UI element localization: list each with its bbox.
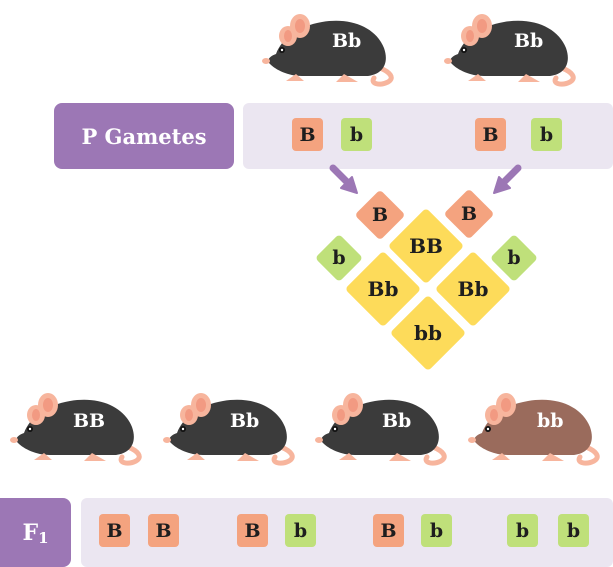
parent-mouse-1: Bb [262, 14, 407, 89]
mouse-ear-back-inner [295, 19, 305, 33]
mouse-front-foot [187, 453, 205, 460]
offspring-2-genotype-label: Bb [230, 410, 260, 432]
mouse-back-foot [84, 453, 106, 461]
f1-allele-tile: b [285, 514, 316, 547]
offspring-1-genotype-label: BB [73, 410, 106, 432]
offspring-3-genotype-label: Bb [382, 410, 412, 432]
mouse-icon [468, 393, 600, 466]
mouse-ear-back-inner [196, 398, 206, 412]
parent-mouse-2: Bb [444, 14, 589, 89]
mouse-front-foot [34, 453, 52, 460]
f1-allele-tile: B [237, 514, 268, 547]
p-gamete-tile: b [341, 118, 372, 151]
mouse-front-foot [492, 453, 510, 460]
f1-allele-tile: B [99, 514, 130, 547]
offspring-mouse-3: Bb [315, 393, 460, 468]
mouse-ear-front-inner [337, 409, 345, 421]
mouse-front-foot [286, 74, 304, 81]
mouse-nose [262, 58, 270, 64]
parent-1-genotype-label: Bb [332, 30, 362, 52]
p-gamete-tile: B [475, 118, 506, 151]
mouse-front-foot [339, 453, 357, 460]
f1-allele-tile: b [558, 514, 589, 547]
mouse-ear-front-inner [490, 409, 498, 421]
mouse-ear-back-inner [43, 398, 53, 412]
offspring-4-genotype-label: bb [537, 410, 564, 432]
p-gametes-label: P Gametes [54, 103, 234, 169]
right-arrow-shaft [499, 164, 522, 187]
mouse-eye-glint [333, 427, 337, 431]
mouse-tail [552, 65, 576, 87]
mouse-back-foot [542, 453, 564, 461]
offspring-mouse-4: bb [468, 393, 613, 468]
mouse-icon [163, 393, 295, 466]
f1-allele-tile: B [373, 514, 404, 547]
mouse-tail [118, 444, 142, 466]
mouse-eye-glint [486, 427, 490, 431]
mouse-icon [444, 14, 576, 87]
mouse-ear-front-inner [466, 30, 474, 42]
left-arrow-head [340, 176, 358, 194]
f1-allele-tile: b [421, 514, 452, 547]
mouse-ear-back-inner [348, 398, 358, 412]
mouse-eye-glint [462, 48, 466, 52]
mouse-nose [163, 437, 171, 443]
offspring-mouse-2: Bb [163, 393, 308, 468]
parent-2-genotype-label: Bb [514, 30, 544, 52]
mouse-nose [444, 58, 452, 64]
f1-allele-tile: b [507, 514, 538, 547]
p-gamete-tile: B [292, 118, 323, 151]
mouse-tail [271, 444, 295, 466]
p-gametes-label-text: P Gametes [81, 123, 207, 149]
mouse-nose [315, 437, 323, 443]
mouse-eye-glint [181, 427, 185, 431]
mouse-eye-glint [280, 48, 284, 52]
f1-label-subscript: 1 [38, 528, 49, 547]
mouse-ear-front-inner [284, 30, 292, 42]
mouse-ear-back-inner [501, 398, 511, 412]
mouse-eye-glint [28, 427, 32, 431]
mouse-icon [262, 14, 394, 87]
mouse-ear-front-inner [185, 409, 193, 421]
mouse-ear-back-inner [477, 19, 487, 33]
mouse-back-foot [389, 453, 411, 461]
mouse-icon [10, 393, 142, 466]
mouse-front-foot [468, 74, 486, 81]
f1-allele-tile: B [148, 514, 179, 547]
mouse-icon [315, 393, 447, 466]
mouse-tail [370, 65, 394, 87]
f1-label-main: F [22, 519, 39, 546]
p-gamete-tile: b [531, 118, 562, 151]
mouse-nose [468, 437, 476, 443]
right-arrow-head [493, 176, 511, 194]
mouse-tail [423, 444, 447, 466]
left-arrow-shaft [329, 164, 352, 187]
mouse-back-foot [237, 453, 259, 461]
mouse-back-foot [518, 74, 540, 82]
offspring-mouse-1: BB [10, 393, 155, 468]
mouse-nose [10, 437, 18, 443]
mouse-back-foot [336, 74, 358, 82]
mouse-tail [576, 444, 600, 466]
mouse-ear-front-inner [32, 409, 40, 421]
